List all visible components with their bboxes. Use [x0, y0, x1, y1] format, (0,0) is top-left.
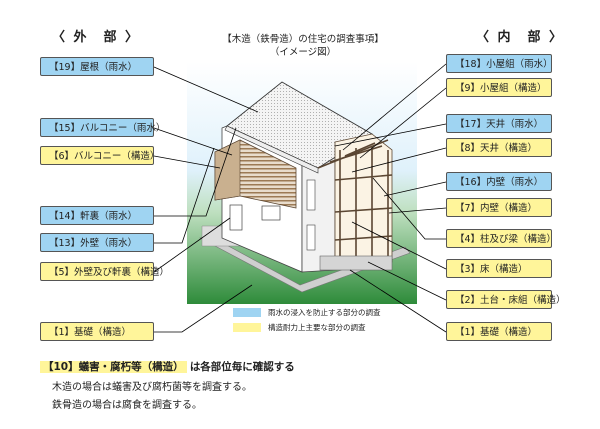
label-roof-frame-structure: 【9】小屋組（構造）	[446, 78, 552, 97]
diagram-title: 【木造（鉄骨造）の住宅の調査事項】 （イメージ図）	[203, 33, 403, 59]
label-interior-wall-rain: 【16】内壁（雨水）	[446, 172, 552, 191]
label-sill-floor-frame: 【2】土台・床組（構造）	[446, 290, 552, 309]
title-line-1: 【木造（鉄骨造）の住宅の調査事項】	[203, 33, 403, 46]
front-door	[230, 205, 242, 230]
note-suffix: は各部位毎に確認する	[190, 361, 295, 373]
note-wood: 木造の場合は蟻害及び腐朽菌等を調査する。	[52, 378, 252, 393]
note-steel: 鉄骨造の場合は腐食を調査する。	[52, 396, 202, 411]
legend-structure-swatch	[233, 323, 261, 332]
label-interior-wall-structure: 【7】内壁（構造）	[446, 198, 552, 217]
label-exterior-wall-rain: 【13】外壁（雨水）	[40, 233, 154, 252]
label-ceiling-rain: 【17】天井（雨水）	[446, 114, 552, 133]
label-columns-beams: 【4】柱及び梁（構造）	[446, 229, 552, 248]
legend-rain-text: 雨水の浸入を防止する部分の調査	[268, 307, 381, 318]
label-exterior-wall-structure: 【5】外壁及び軒裏（構造）	[40, 262, 154, 281]
label-foundation-right: 【1】基礎（構造）	[446, 322, 552, 341]
label-foundation-left: 【1】基礎（構造）	[40, 322, 154, 341]
label-ceiling-structure: 【8】天井（構造）	[446, 138, 552, 157]
note-main: 【10】蟻害・腐朽等（構造） は各部位毎に確認する	[40, 359, 295, 374]
label-roof-frame-rain: 【18】小屋組（雨水）	[446, 54, 552, 73]
label-roof-rain: 【19】屋根（雨水）	[40, 57, 154, 76]
interior-header: 〈 内 部 〉	[476, 26, 564, 45]
label-eaves-rain: 【14】軒裏（雨水）	[40, 206, 154, 225]
note-badge: 【10】蟻害・腐朽等（構造）	[40, 361, 187, 373]
label-balcony-structure: 【6】バルコニー（構造）	[40, 146, 154, 165]
label-floor: 【3】床（構造）	[446, 259, 552, 278]
title-line-2: （イメージ図）	[203, 46, 403, 59]
legend-structure-text: 構造耐力上主要な部分の調査	[268, 322, 366, 333]
exterior-header: 〈 外 部 〉	[52, 26, 140, 45]
legend-rain-swatch	[233, 308, 261, 317]
label-balcony-rain: 【15】バルコニー（雨水）	[40, 118, 154, 137]
